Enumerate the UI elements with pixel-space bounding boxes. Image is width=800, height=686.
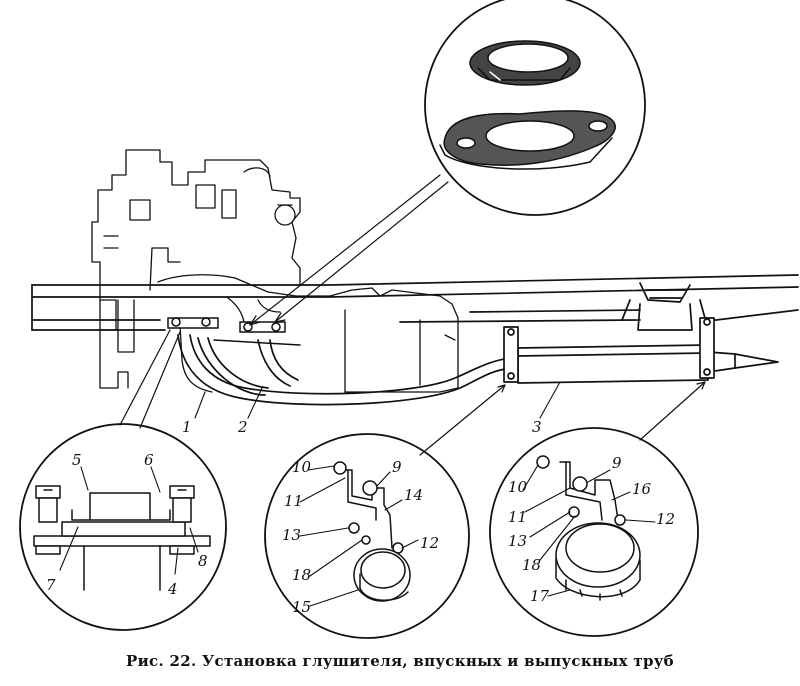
right-label-9: 9	[612, 454, 622, 472]
intake-pipe-1	[177, 334, 513, 406]
front-clamp-leaders	[419, 384, 506, 456]
right-label-11: 11	[508, 508, 527, 526]
flange-gasket	[439, 110, 616, 170]
rear-clamp-leaders	[639, 381, 706, 441]
figure-caption: Рис. 22. Установка глушителя, впускных и…	[126, 652, 674, 670]
mid-label-10: 10	[292, 458, 312, 476]
label-6: 6	[144, 451, 154, 469]
muffler	[503, 317, 779, 384]
right-label-16: 16	[632, 480, 652, 498]
right-label-10: 10	[508, 478, 528, 496]
flange-joint-leaders	[119, 329, 181, 429]
label-5: 5	[72, 451, 82, 469]
gasket-leaders	[249, 174, 449, 326]
pipe-flanges	[167, 317, 301, 346]
ring-gasket	[469, 40, 581, 86]
label-8: 8	[198, 552, 208, 570]
label-4: 4	[167, 580, 178, 598]
right-label-12: 12	[656, 510, 675, 528]
callout-labels: 1 2 3 5 6 8 7 4 10 9 11 14 13 12 18 15 1…	[46, 418, 675, 616]
mid-label-11: 11	[284, 492, 303, 510]
label-3: 3	[532, 418, 542, 436]
engine-outline	[91, 149, 459, 393]
intake-pipe-2	[197, 337, 299, 396]
front-clamp-detail-circle	[264, 433, 470, 639]
right-label-13: 13	[508, 532, 527, 550]
mid-label-18: 18	[292, 566, 311, 584]
label-7: 7	[46, 576, 56, 594]
right-label-18: 18	[522, 556, 541, 574]
mid-label-9: 9	[392, 458, 402, 476]
right-label-17: 17	[530, 587, 550, 605]
flange-joint-detail-circle	[19, 423, 227, 631]
label-1: 1	[182, 418, 192, 436]
mid-label-15: 15	[292, 598, 311, 616]
label-2: 2	[237, 418, 248, 436]
label-leaders	[59, 381, 656, 607]
mid-label-13: 13	[282, 526, 301, 544]
frame-rail	[31, 274, 799, 331]
mid-label-14: 14	[404, 486, 423, 504]
rear-clamp-detail-circle	[489, 427, 699, 637]
gasket-detail-circle	[424, 0, 646, 216]
mid-label-12: 12	[420, 534, 439, 552]
